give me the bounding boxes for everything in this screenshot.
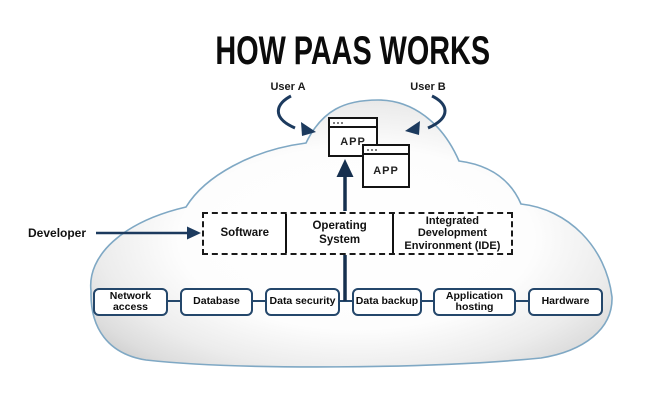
- platform-section-ide: Integrated Development Environment (IDE): [391, 214, 511, 253]
- network-access-label: Network access: [109, 289, 152, 313]
- app-window-1: APP: [328, 117, 378, 157]
- window-menu-dots-icon: [371, 148, 373, 151]
- hardware-label: Hardware: [541, 295, 590, 308]
- infra-box-data-backup: Data backup: [352, 288, 422, 316]
- platform-section-operating-system: Operating System: [285, 214, 391, 253]
- page-title: HOW PAAS WORKS: [0, 31, 666, 71]
- app-window-2: APP: [362, 144, 410, 188]
- developer-arrow-head: [187, 226, 201, 240]
- infra-box-application-hosting: Application hosting: [433, 288, 516, 316]
- user-b-arrow-head: [405, 121, 420, 135]
- developer-label: Developer: [28, 226, 87, 240]
- window-menu-dots-icon: [337, 121, 339, 124]
- ide-label: Integrated Development Environment (IDE): [404, 215, 501, 252]
- app-window-1-titlebar: [330, 119, 376, 128]
- data-backup-label: Data backup: [355, 295, 419, 308]
- data-security-label: Data security: [269, 295, 336, 308]
- window-menu-dots-icon: [367, 148, 369, 151]
- app-window-2-label: APP: [373, 164, 399, 177]
- window-menu-dots-icon: [375, 148, 377, 151]
- software-label: Software: [220, 226, 270, 239]
- app-window-2-titlebar: [364, 146, 408, 155]
- infra-box-data-security: Data security: [265, 288, 340, 316]
- user-b-arrow-icon: [405, 94, 447, 135]
- page-title-text: HOW PAAS WORKS: [215, 29, 491, 73]
- database-label: Database: [193, 295, 240, 308]
- up-arrow-icon: [336, 159, 354, 211]
- infra-box-network-access: Network access: [93, 288, 168, 316]
- user-b-label: User B: [410, 81, 446, 93]
- window-menu-dots-icon: [333, 121, 335, 124]
- platform-box: Software Operating System Integrated Dev…: [202, 212, 513, 255]
- operating-system-label: Operating System: [312, 220, 367, 246]
- user-b-arrow-curve: [427, 94, 447, 130]
- platform-section-software: Software: [204, 214, 285, 253]
- application-hosting-label: Application hosting: [445, 289, 504, 313]
- user-a-label: User A: [270, 81, 306, 93]
- infra-box-hardware: Hardware: [528, 288, 603, 316]
- app-window-1-label: APP: [340, 135, 366, 148]
- user-a-arrow-head: [301, 122, 316, 136]
- up-arrow-head: [336, 159, 354, 177]
- developer-arrow-icon: [96, 226, 201, 240]
- user-a-arrow-curve: [276, 94, 296, 130]
- user-a-arrow-icon: [276, 94, 316, 136]
- window-menu-dots-icon: [341, 121, 343, 124]
- infra-box-database: Database: [180, 288, 253, 316]
